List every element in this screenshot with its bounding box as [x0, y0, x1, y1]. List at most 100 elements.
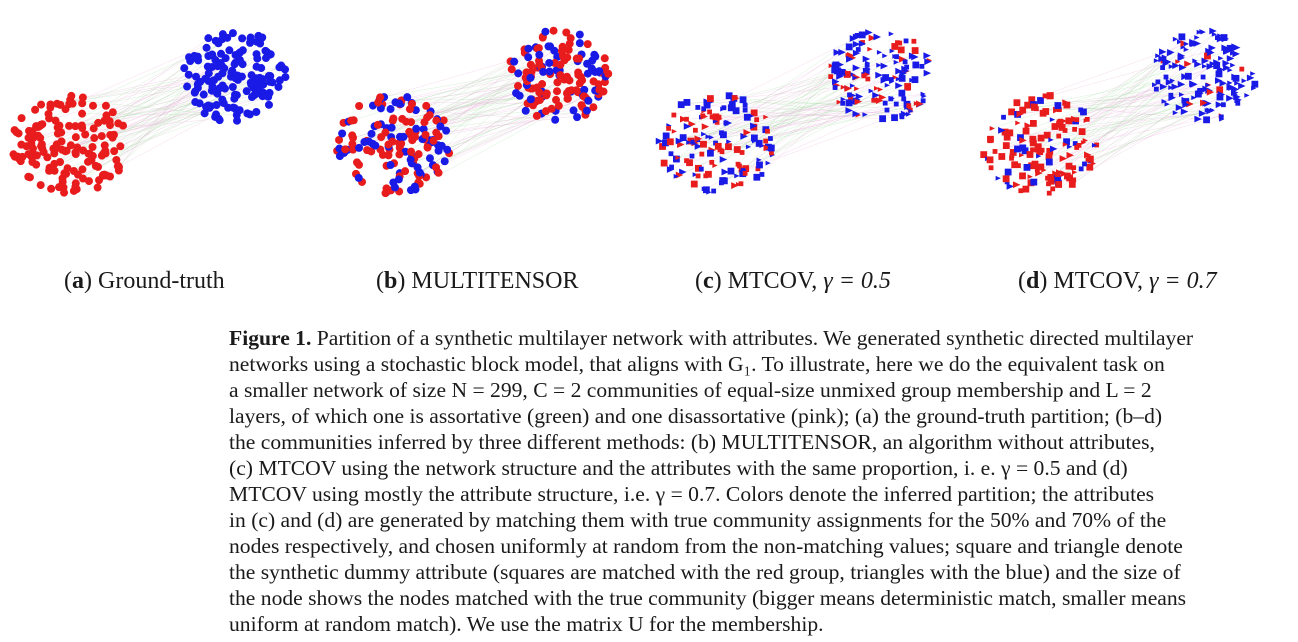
- network-node: [214, 72, 223, 81]
- network-graph-d: [980, 27, 1259, 196]
- network-node: [889, 48, 895, 54]
- network-node: [861, 73, 867, 79]
- network-node: [924, 58, 932, 66]
- network-node: [99, 171, 108, 180]
- network-node: [221, 54, 230, 63]
- network-node: [432, 163, 441, 172]
- network-node: [388, 116, 397, 125]
- network-node: [740, 132, 748, 140]
- network-node: [1166, 59, 1172, 65]
- network-node: [1226, 83, 1234, 91]
- network-node: [1219, 116, 1225, 122]
- network-node: [595, 85, 604, 94]
- network-node: [723, 120, 729, 126]
- network-node: [1039, 109, 1047, 117]
- network-node: [909, 77, 915, 83]
- network-node: [564, 45, 573, 54]
- network-node: [230, 103, 239, 112]
- network-node: [908, 52, 917, 60]
- network-node: [742, 170, 748, 176]
- network-edge: [1059, 80, 1173, 125]
- network-edge: [1068, 37, 1197, 121]
- network-node: [689, 153, 695, 159]
- network-node: [1030, 103, 1036, 109]
- network-node: [36, 181, 45, 190]
- network-edge: [1056, 104, 1186, 111]
- network-node: [756, 161, 763, 169]
- network-edge: [723, 109, 888, 135]
- node-group: [655, 29, 933, 195]
- network-node: [363, 146, 372, 155]
- network-node: [1184, 72, 1192, 80]
- network-node: [347, 116, 356, 125]
- network-node: [545, 58, 554, 67]
- network-node: [1217, 91, 1226, 98]
- network-node: [765, 160, 771, 166]
- network-node: [898, 89, 906, 97]
- network-node: [1022, 127, 1030, 135]
- network-node: [1168, 92, 1174, 98]
- network-edge: [1019, 84, 1209, 115]
- network-node: [923, 69, 932, 77]
- network-node: [580, 85, 589, 94]
- network-node: [712, 113, 720, 121]
- network-node: [701, 131, 707, 137]
- network-node: [891, 43, 899, 50]
- caption-line: the synthetic dummy attribute (squares a…: [229, 560, 1181, 584]
- network-node: [575, 30, 584, 39]
- network-node: [742, 107, 748, 113]
- network-node: [574, 70, 583, 79]
- network-node: [1030, 178, 1038, 186]
- network-node: [1208, 44, 1216, 52]
- network-node: [407, 147, 416, 156]
- network-node: [893, 101, 899, 107]
- network-node: [341, 145, 350, 154]
- network-node: [1194, 35, 1200, 40]
- network-edge: [735, 34, 863, 99]
- network-node: [228, 29, 237, 38]
- network-node: [893, 59, 899, 65]
- network-node: [1232, 74, 1240, 82]
- network-node: [367, 129, 376, 138]
- network-node: [56, 158, 65, 167]
- network-node: [43, 153, 52, 162]
- network-node: [1206, 63, 1215, 70]
- network-node: [204, 34, 213, 43]
- network-node: [693, 127, 698, 133]
- network-edge: [1037, 31, 1202, 170]
- network-node: [1084, 116, 1090, 122]
- network-node: [1161, 98, 1167, 104]
- network-node: [266, 50, 275, 59]
- network-node: [1072, 126, 1078, 132]
- network-node: [755, 140, 763, 147]
- network-node: [10, 126, 19, 135]
- network-node: [864, 60, 871, 66]
- network-node: [768, 136, 773, 141]
- network-node: [101, 146, 110, 155]
- network-node: [1042, 93, 1048, 99]
- network-edge: [756, 101, 840, 178]
- network-node: [66, 141, 75, 150]
- network-node: [882, 100, 888, 106]
- network-node: [1226, 44, 1234, 52]
- network-node: [242, 87, 251, 96]
- network-node: [69, 166, 78, 175]
- network-node: [535, 50, 544, 59]
- network-edge: [420, 84, 527, 175]
- network-node: [849, 97, 857, 105]
- network-node: [196, 77, 205, 86]
- network-node: [989, 126, 995, 131]
- network-node: [556, 71, 565, 80]
- network-node: [895, 82, 903, 90]
- network-node: [831, 66, 839, 74]
- network-node: [1234, 80, 1240, 86]
- network-node: [726, 139, 732, 145]
- panel-d-label: (d) MTCOV, γ = 0.7: [1018, 268, 1217, 294]
- network-node: [250, 91, 259, 100]
- network-node: [1215, 101, 1224, 109]
- network-node: [1246, 74, 1255, 82]
- network-node: [1016, 163, 1021, 169]
- network-node: [552, 95, 561, 104]
- network-node: [405, 105, 414, 114]
- network-edge: [1065, 91, 1211, 103]
